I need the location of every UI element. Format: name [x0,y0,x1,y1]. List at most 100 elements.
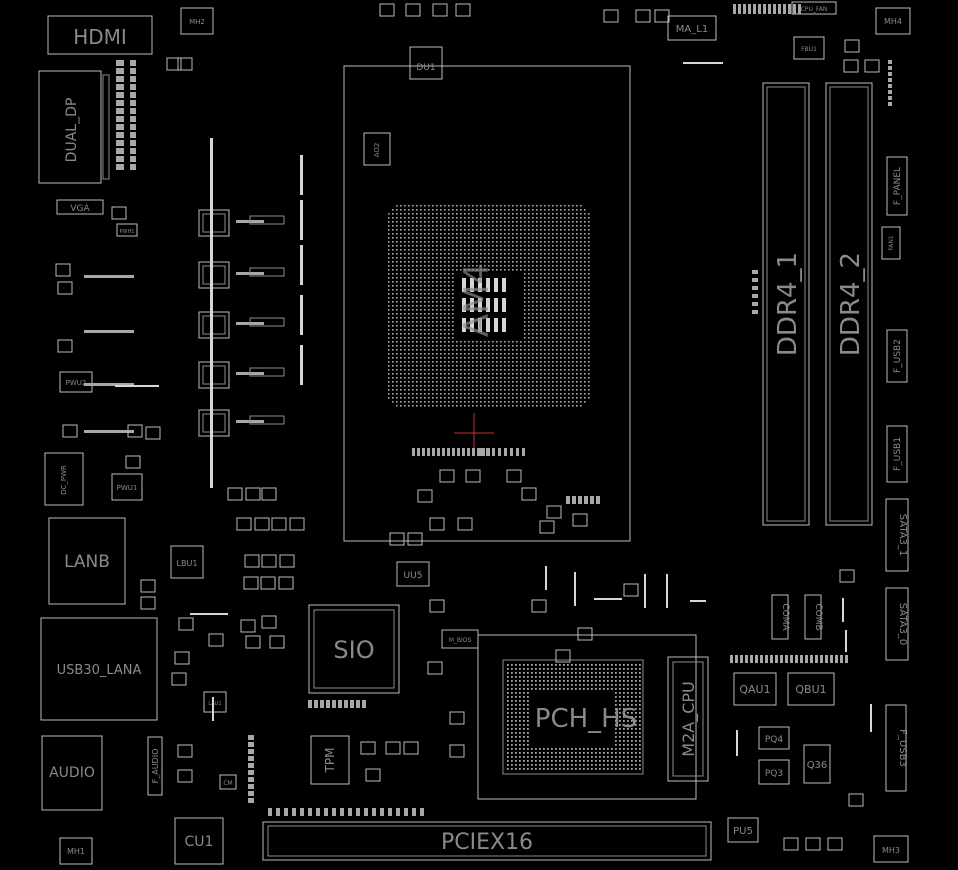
fan1-label: FAN1 [888,235,895,250]
pu5-label: PU5 [733,826,753,837]
f-audio-label: F_AUDIO [151,749,160,784]
audio-connector: AUDIO [41,735,103,811]
f-usb1-label: F_USB1 [893,437,903,471]
am4-label: AM4 [457,263,497,337]
pq4-mosfet: PQ4 [758,726,790,750]
pciex16-label: PCIEX16 [441,830,533,855]
cu1-chip: CU1 [174,817,224,865]
dc-pwr-label: DC_PWR [60,465,68,495]
pwu2-label: PWU2 [66,379,87,387]
mh4-label: MH4 [884,17,902,26]
f-usb3-label: F_USB3 [897,729,908,767]
m-bios-label: M_BIOS [449,637,472,644]
small-components [55,3,892,851]
f-panel-header: F_PANEL [886,156,908,216]
pq3-label: PQ3 [765,769,783,779]
lbu1-label: LBU1 [177,559,198,568]
mh2-label: MH2 [189,18,205,26]
f-usb2-label: F_USB2 [893,339,903,373]
tpm-header: TPM [310,735,350,785]
m2a-cpu-slot: M2A_CPU [667,656,709,782]
vrm-components [84,138,303,488]
tpm-label: TPM [323,748,337,774]
m-bios-chip: M_BIOS [441,629,479,649]
lau1-label: LAU1 [208,701,221,707]
m2a-cpu-label: M2A_CPU [679,681,699,756]
vga-label: VGA [70,204,90,214]
pch-hs-label: PCH_HS [535,704,637,734]
q36-mosfet: Q36 [803,744,831,784]
qau1-chip: QAU1 [733,672,777,706]
mh3-mount-hole: MH3 [873,835,909,863]
dual-dp-connector: DUAL_DP [38,70,110,184]
hdmi-connector: HDMI [47,15,153,55]
pwu1-chip: PWU1 [111,473,143,501]
pch-heatsink: PCH_HS [477,634,697,800]
qau1-label: QAU1 [739,683,770,696]
dual-dp-label: DUAL_DP [64,98,80,163]
pwu1-label: PWU1 [117,484,138,492]
lbu1-chip: LBU1 [170,545,204,579]
f-audio-header: F_AUDIO [147,736,163,796]
ddr4-slot-1: DDR4_1 [762,82,810,526]
qbu1-label: QBU1 [795,683,826,696]
pch-pin-grid [507,664,641,770]
lanb-connector: LANB [48,517,126,605]
mh1-mount-hole: MH1 [59,837,93,865]
cpu-fan-label: CPU_FAN [801,6,828,13]
uu5-chip: UU5 [396,561,430,587]
usb30-lana-label: USB30_LANA [57,663,142,678]
dc-pwr-connector: DC_PWR [44,452,84,506]
mh3-label: MH3 [882,846,900,855]
pwu2-chip: PWU2 [59,371,93,393]
cpu-core-pads [462,278,506,332]
sio-chip: SIO [308,604,400,694]
pwh1-label: PWH1 [120,229,135,235]
ddr4-slot-2: DDR4_2 [825,82,873,526]
cpu-socket-am4: DU1 AO2 AM4 [343,46,631,542]
sata3-1-connector: SATA3_1 [885,498,909,572]
coma-label: COMA [780,603,790,631]
cu1-label: CU1 [185,834,214,850]
du1-label: DU1 [416,63,435,73]
ma-l1-label: MA_L1 [676,24,708,35]
f-usb2-header: F_USB2 [886,329,908,383]
mh1-label: MH1 [67,847,85,856]
qbu1-chip: QBU1 [787,672,835,706]
cpu-pin-grid [388,205,590,407]
f-usb1-header: F_USB1 [886,425,908,483]
coma-header: COMA [771,594,790,640]
vga-connector: VGA [56,199,104,215]
lanb-label: LANB [64,552,110,572]
sio-label: SIO [333,636,374,664]
fbu1-label: FBU1 [801,46,817,53]
pq4-label: PQ4 [765,735,784,745]
cm-block: CM [219,774,237,790]
audio-label: AUDIO [49,765,95,781]
mh4-mount-hole: MH4 [875,7,911,35]
sata3-0-label: SATA3_0 [897,603,908,646]
comb-header: COMB [804,594,823,640]
ao2-label: AO2 [373,143,381,158]
uu5-label: UU5 [404,571,423,581]
f-panel-label: F_PANEL [893,167,903,205]
ddr4-2-label: DDR4_2 [836,252,866,356]
fbu1-chip: FBU1 [793,36,825,60]
pwh1-block: PWH1 [116,223,138,237]
ma-l1-inductor: MA_L1 [667,15,717,41]
mh2-mount-hole: MH2 [180,7,214,35]
lau1-chip: LAU1 [203,691,227,713]
f-usb3-header: F_USB3 [885,704,908,792]
cm-label: CM [223,780,232,787]
comb-label: COMB [813,603,823,630]
pq3-mosfet: PQ3 [758,759,790,785]
sata3-0-connector: SATA3_0 [885,587,909,661]
fan1-header: FAN1 [881,226,901,260]
sata3-1-label: SATA3_1 [897,514,908,557]
ddr4-1-label: DDR4_1 [773,252,803,356]
pu5-chip: PU5 [727,817,759,843]
pciex16-slot: PCIEX16 [262,821,712,861]
q36-label: Q36 [807,760,828,771]
